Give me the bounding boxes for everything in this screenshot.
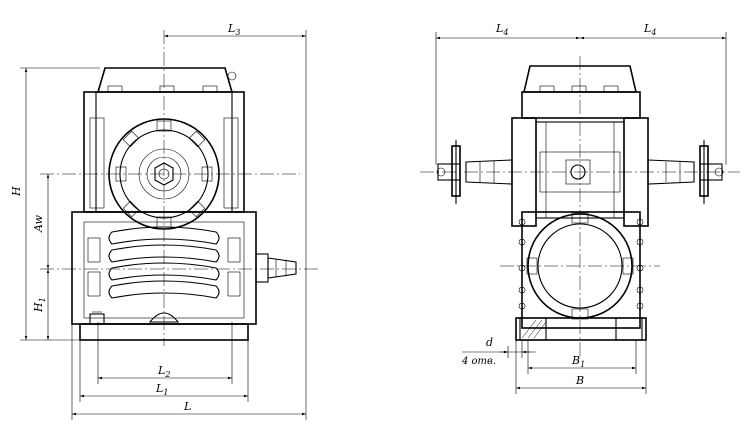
label-Aw: Aw [32,215,45,233]
cover-bolt [159,85,175,93]
label-B1: B1 [571,354,585,369]
center-lines [40,30,740,356]
label-L: L [183,400,191,413]
label-B: B [575,374,584,387]
dimension-labels: L3 L4 L4 H Aw H1 L2 L1 L d 4 отв. B1 B [10,22,656,413]
label-L3: L3 [227,22,240,37]
label-L4-left: L4 [495,22,508,37]
label-holes: 4 отв. [461,356,496,367]
input-shaft-right [647,159,695,185]
input-shaft-left [465,159,513,185]
label-d: d [486,336,493,349]
label-H: H [10,186,23,197]
worm-shaft [267,257,297,279]
front-view [71,67,297,341]
lifting-eye [227,71,237,81]
label-H1: H1 [32,297,47,313]
label-L1: L1 [155,382,168,397]
cover-bolt [202,85,218,93]
top-cover [96,67,234,93]
cover-bolt [107,85,123,93]
label-L4-right: L4 [643,22,656,37]
label-L2: L2 [157,364,170,379]
dimensions [20,30,727,420]
